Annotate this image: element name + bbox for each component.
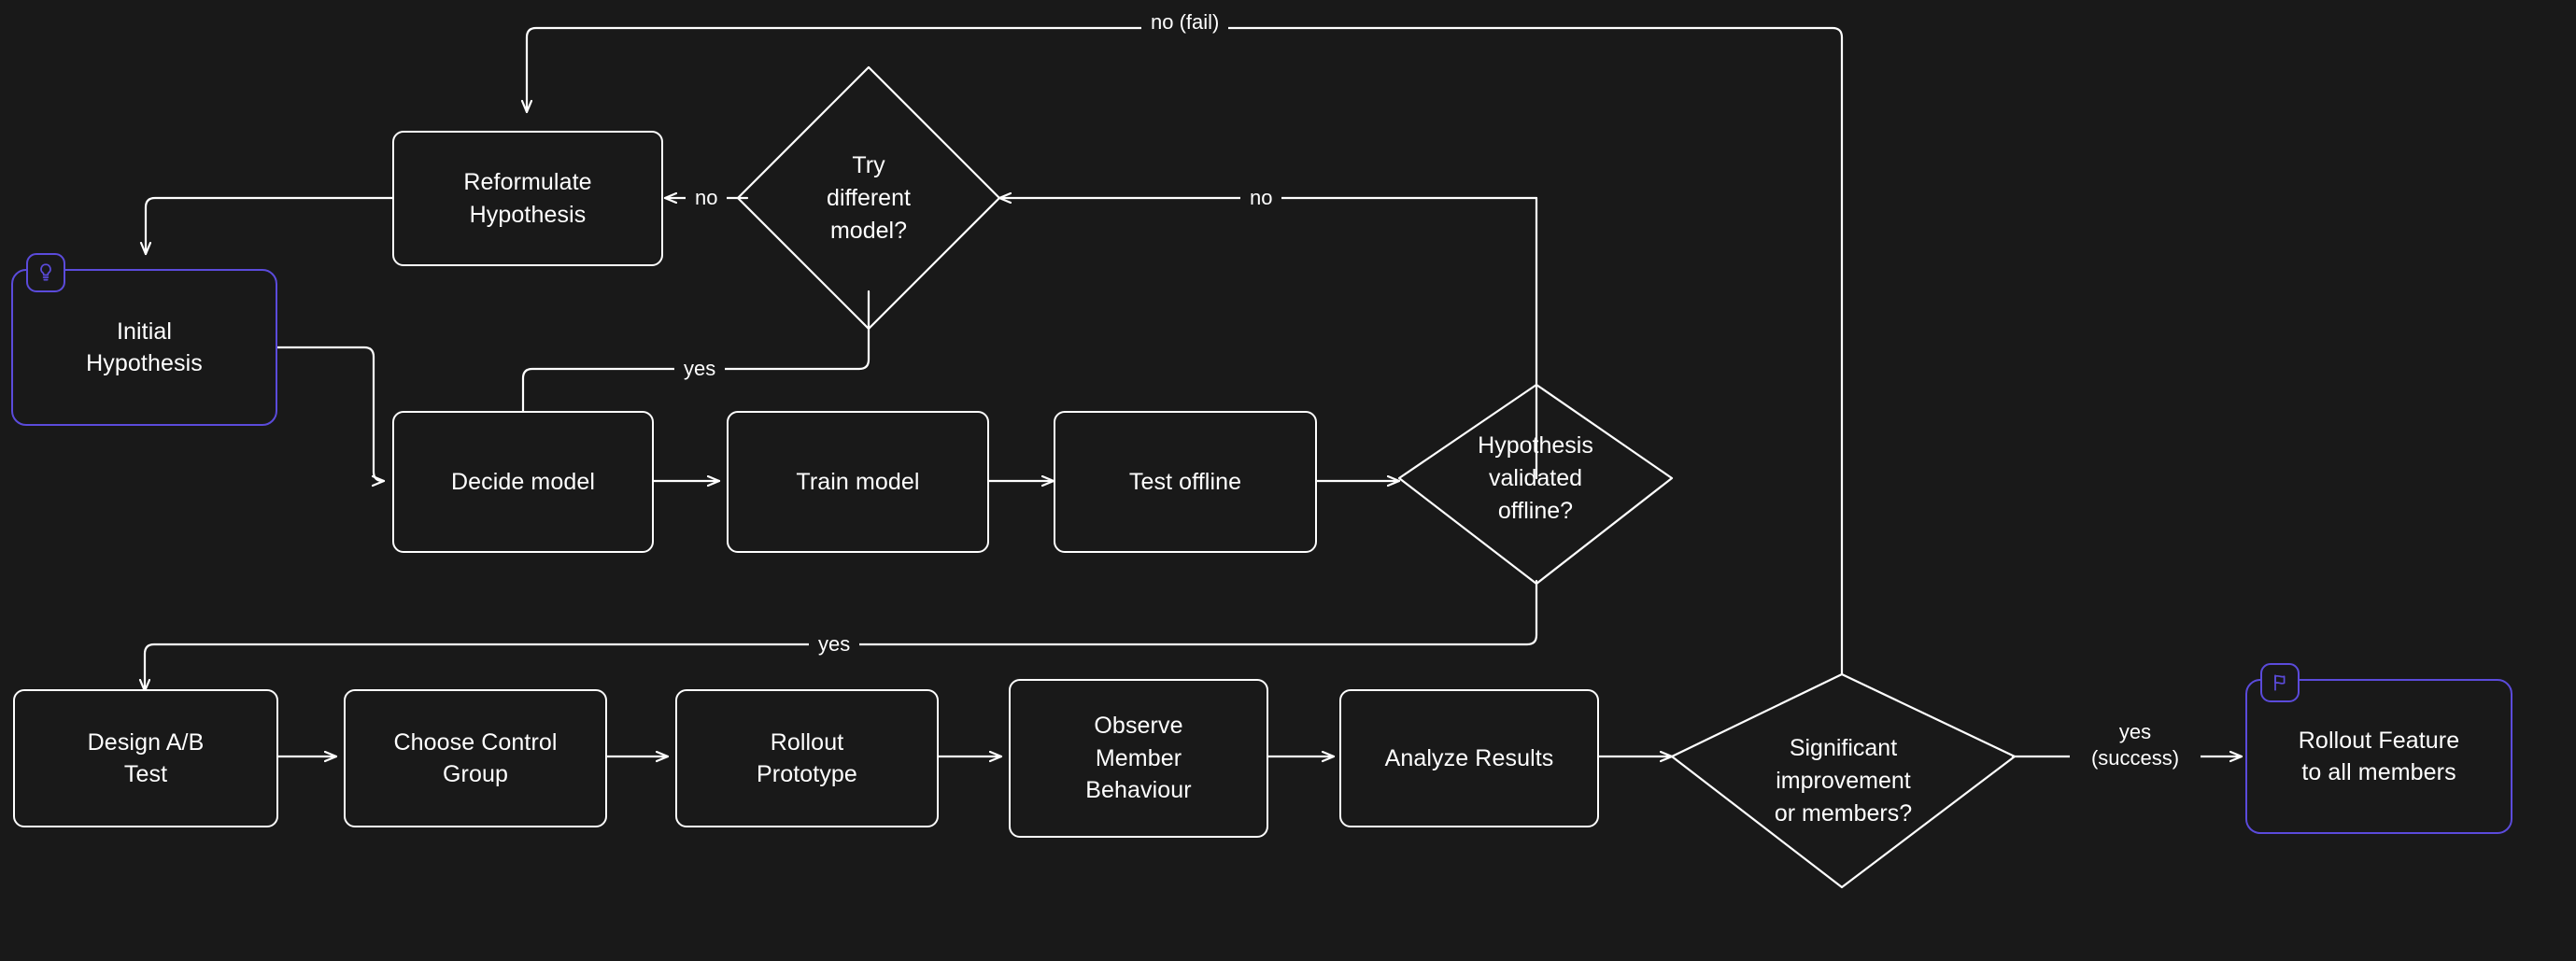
node-label: Analyze Results	[1384, 744, 1554, 771]
node-label: Choose Control Group	[393, 728, 558, 788]
node-label: Reformulate Hypothesis	[463, 169, 592, 228]
node-label: Observe Member Behaviour	[1085, 713, 1192, 804]
node-test-offline[interactable]: Test offline	[1054, 411, 1317, 553]
node-reformulate-hypothesis[interactable]: Reformulate Hypothesis	[392, 131, 663, 266]
node-rollout-prototype[interactable]: Rollout Prototype	[675, 689, 939, 827]
edge-label-no-validated: no	[1240, 183, 1282, 213]
node-label: Test offline	[1128, 468, 1242, 495]
node-label: Train model	[796, 468, 920, 495]
node-observe-member-behaviour[interactable]: Observe Member Behaviour	[1009, 679, 1268, 838]
node-label: Hypothesis validated offline?	[1478, 432, 1593, 524]
node-choose-control-group[interactable]: Choose Control Group	[344, 689, 607, 827]
edge-label-yes-validated: yes	[809, 629, 860, 659]
edge-label-yes-success: yes (success)	[2070, 717, 2201, 772]
node-label: Rollout Prototype	[757, 728, 857, 788]
node-label: Design A/B Test	[87, 728, 205, 788]
lightbulb-icon	[26, 253, 65, 292]
flag-icon	[2260, 663, 2300, 702]
node-analyze-results[interactable]: Analyze Results	[1339, 689, 1599, 827]
node-design-ab-test[interactable]: Design A/B Test	[13, 689, 278, 827]
node-label: Try different model?	[827, 151, 911, 244]
node-initial-hypothesis[interactable]: Initial Hypothesis	[11, 253, 277, 426]
node-decide-model[interactable]: Decide model	[392, 411, 654, 553]
node-label: Significant improvement or members?	[1774, 734, 1913, 827]
node-try-different-model[interactable]: Try different model?	[738, 67, 999, 329]
node-train-model[interactable]: Train model	[727, 411, 989, 553]
edge-label-no-try-model: no	[686, 183, 728, 213]
node-label: Initial Hypothesis	[86, 318, 203, 377]
node-significant-improvement[interactable]: Significant improvement or members?	[1672, 674, 2015, 887]
node-hypothesis-validated[interactable]: Hypothesis validated offline?	[1399, 374, 1672, 584]
edge-label-yes-try-model: yes	[674, 354, 726, 384]
node-label: Rollout Feature to all members	[2298, 727, 2460, 786]
edge-label-no-fail: no (fail)	[1141, 7, 1229, 37]
node-label: Decide model	[450, 468, 596, 495]
node-rollout-feature[interactable]: Rollout Feature to all members	[2245, 663, 2512, 834]
